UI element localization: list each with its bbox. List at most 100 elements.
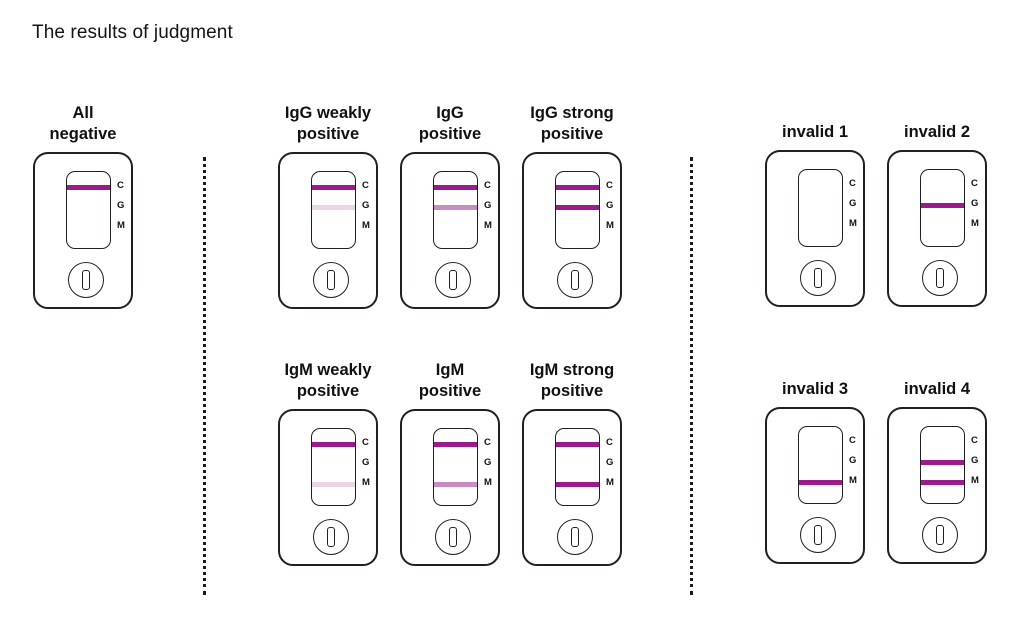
sample-well-igg-strong-positive (557, 261, 593, 298)
sample-well-slot-icon (936, 267, 944, 288)
test-band-c-strong (312, 184, 355, 190)
cassette-label-igm-weakly-positive: IgM weakly positive (284, 361, 372, 400)
legend-letter-c: C (849, 177, 856, 189)
legend-letter-c: C (606, 179, 613, 191)
legend-letter-g: G (971, 197, 979, 209)
result-window-igg-positive (433, 170, 478, 249)
legend-letter-c: C (362, 179, 369, 191)
sample-well-slot-icon (936, 524, 944, 545)
sample-well-slot-icon (814, 524, 822, 545)
result-window-igg-weakly-positive (311, 170, 356, 249)
legend-letter-m: M (484, 219, 492, 231)
sample-well-slot-icon (449, 269, 457, 290)
legend-letter-g: G (849, 197, 857, 209)
result-window-invalid-2 (920, 168, 965, 247)
cassette-label-invalid-3: invalid 3 (781, 380, 849, 398)
legend-letter-c: C (971, 434, 978, 446)
cassette-label-invalid-4: invalid 4 (903, 380, 971, 398)
cassette-label-igm-strong-positive: IgM strong positive (529, 361, 615, 400)
legend-letter-m: M (971, 217, 979, 229)
legend-letter-c: C (484, 179, 491, 191)
legend-letter-m: M (362, 476, 370, 488)
sample-well-slot-icon (571, 269, 579, 290)
legend-letter-g: G (117, 199, 125, 211)
test-band-g-strong (556, 204, 599, 210)
test-band-c-strong (312, 441, 355, 447)
legend-letter-m: M (362, 219, 370, 231)
cassette-label-igg-weakly-positive: IgG weakly positive (284, 104, 372, 143)
sample-well-igm-positive (435, 518, 471, 555)
legend-letter-m: M (606, 476, 614, 488)
sample-well-invalid-2 (922, 259, 958, 296)
legend-letter-g: G (606, 456, 614, 468)
legend-letter-m: M (971, 474, 979, 486)
sample-well-invalid-3 (800, 516, 836, 553)
legend-letter-c: C (117, 179, 124, 191)
legend-letter-m: M (606, 219, 614, 231)
test-band-g-medium (434, 204, 477, 210)
legend-letter-g: G (971, 454, 979, 466)
test-band-c-strong (556, 441, 599, 447)
sample-well-slot-icon (82, 269, 90, 290)
test-band-g-faint (312, 204, 355, 210)
cassette-label-all-negative: All negative (49, 104, 117, 143)
sample-well-all-negative (68, 261, 104, 298)
cassette-label-igg-positive: IgG positive (418, 104, 482, 143)
test-band-g-strong (921, 202, 964, 208)
result-window-invalid-1 (798, 168, 843, 247)
result-window-igg-strong-positive (555, 170, 600, 249)
result-window-igm-strong-positive (555, 427, 600, 506)
sample-well-igm-strong-positive (557, 518, 593, 555)
test-band-m-medium (434, 481, 477, 487)
legend-letter-c: C (849, 434, 856, 446)
test-band-m-strong (799, 479, 842, 485)
test-band-m-faint (312, 481, 355, 487)
result-window-all-negative (66, 170, 111, 249)
dotted-divider-right (690, 157, 693, 595)
legend-letter-m: M (117, 219, 125, 231)
legend-letter-g: G (362, 199, 370, 211)
result-window-invalid-3 (798, 425, 843, 504)
sample-well-slot-icon (449, 526, 457, 547)
legend-letter-g: G (606, 199, 614, 211)
cassette-label-invalid-1: invalid 1 (781, 123, 849, 141)
test-band-c-strong (556, 184, 599, 190)
legend-letter-c: C (484, 436, 491, 448)
sample-well-igm-weakly-positive (313, 518, 349, 555)
legend-letter-c: C (606, 436, 613, 448)
dotted-divider-left (203, 157, 206, 595)
test-band-c-strong (434, 441, 477, 447)
legend-letter-c: C (362, 436, 369, 448)
legend-letter-m: M (484, 476, 492, 488)
result-window-igm-positive (433, 427, 478, 506)
sample-well-invalid-1 (800, 259, 836, 296)
test-band-c-strong (67, 184, 110, 190)
